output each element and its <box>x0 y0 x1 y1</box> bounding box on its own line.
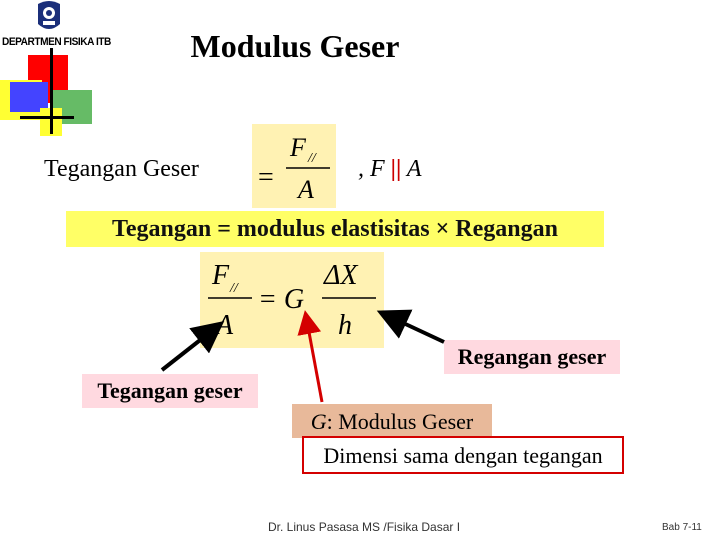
formula-rhs-denominator: h <box>338 310 352 341</box>
stress-law-banner: Tegangan = modulus elastisitas × Reganga… <box>66 211 604 247</box>
page-number: Bab 7-11 <box>662 522 702 533</box>
shear-stress-callout: Tegangan geser <box>82 374 258 408</box>
definition-denominator: A <box>296 175 314 204</box>
parallel-condition: , F || A <box>358 156 422 183</box>
shear-stress-formula-box <box>252 124 336 208</box>
dimension-note: Dimensi sama dengan tegangan <box>302 436 624 474</box>
arrow-to-modulus <box>297 310 324 403</box>
decor-cross-horizontal <box>20 116 74 119</box>
condition-prefix: , F <box>358 156 385 182</box>
arrow-to-stress <box>160 321 225 372</box>
definition-equals: = <box>258 162 274 193</box>
parallel-symbol: || <box>390 156 402 182</box>
g-variable: G <box>310 409 327 434</box>
shear-strain-callout: Regangan geser <box>444 340 620 374</box>
formula-equals-g: = G <box>258 284 304 315</box>
g-description: : Modulus Geser <box>326 409 474 434</box>
shear-modulus-callout: G: Modulus Geser <box>292 404 492 438</box>
footer-author: Dr. Linus Pasasa MS /Fisika Dasar I <box>268 520 461 534</box>
shear-modulus-formula-box <box>200 252 384 348</box>
formula-lhs-numerator: F <box>211 260 230 291</box>
page-title: Modulus Geser <box>190 28 400 64</box>
definition-numerator-sub: // <box>307 151 317 166</box>
shear-stress-label: Tegangan Geser <box>44 156 199 182</box>
formula-rhs-numerator: ΔX <box>323 260 358 291</box>
decor-cross-vertical <box>50 48 53 134</box>
itb-emblem-icon <box>38 1 60 29</box>
department-label: DEPARTMEN FISIKA ITB <box>2 36 111 48</box>
definition-numerator: F <box>289 133 307 162</box>
condition-suffix: A <box>406 156 422 182</box>
decor-blue-square <box>10 82 48 112</box>
formula-lhs-sub: // <box>229 281 239 296</box>
arrow-to-strain <box>376 309 445 344</box>
